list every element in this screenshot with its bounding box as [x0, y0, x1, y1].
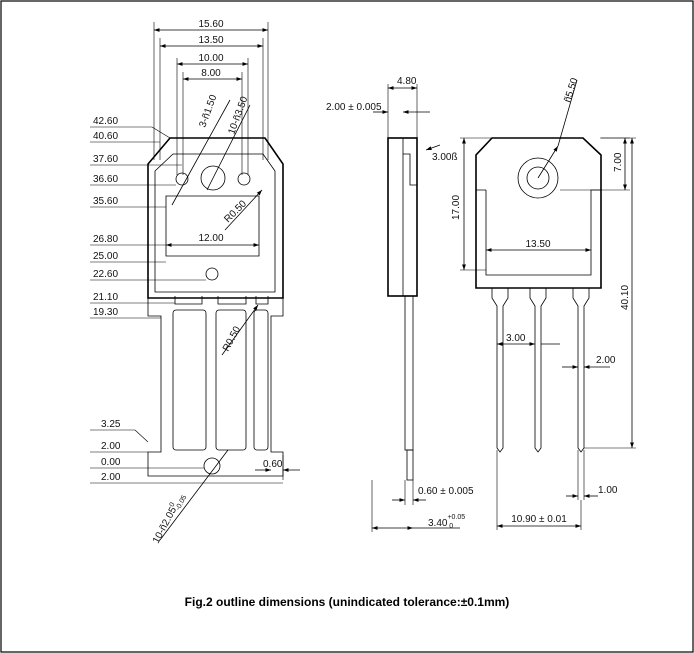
- front-lead-2: [215, 309, 247, 451]
- side-depth-label: 3.40+0.05 0: [428, 514, 465, 530]
- bottom-hole-tol-lower: -0.05: [175, 494, 189, 511]
- dim-19-30: 19.30: [93, 307, 118, 318]
- front-small-hole-right: [237, 172, 251, 186]
- back-hole-outer: [517, 157, 559, 199]
- dim-42-60: 42.60: [93, 116, 118, 127]
- front-height-dimensions: 42.60 40.60 37.60 36.60 35.60 26.80 25.0…: [90, 116, 283, 484]
- dim-35-60: 35.60: [93, 196, 118, 207]
- figure-caption: Fig.2 outline dimensions (unindicated to…: [184, 595, 510, 609]
- side-view: 4.80 2.00 ± 0.005 3.00ß 0.60 ± 0.005 3.4…: [326, 76, 474, 532]
- side-lead: [404, 295, 414, 451]
- dim-22-60: 22.60: [93, 269, 118, 280]
- bottom-hole-main: 10-ñ2.05: [151, 505, 179, 545]
- back-lead-thickness-label: 1.00: [598, 485, 618, 496]
- back-view: ñ5.50 7.00 17.00 13.50 40.10 3.00 2.00 1…: [451, 76, 636, 530]
- back-lead-1: [491, 288, 509, 453]
- dim-2-00-a: 2.00: [101, 441, 121, 452]
- back-total-height-label: 40.10: [620, 285, 631, 310]
- large-hole-label: 10-ñ3.50: [226, 95, 250, 136]
- side-body: [387, 137, 418, 297]
- front-bottom-hole: [203, 457, 221, 475]
- side-tab-thickness-label: 2.00 ± 0.005: [326, 102, 382, 113]
- front-center-window: [165, 195, 260, 257]
- back-lead-span-label: 10.90 ± 0.01: [511, 514, 567, 525]
- front-small-hole-left: [175, 172, 189, 186]
- dim-2-00-b: 2.00: [101, 472, 121, 483]
- dim-21-10: 21.10: [93, 292, 118, 303]
- dim-36-60: 36.60: [93, 174, 118, 185]
- dim-15-60: 15.60: [198, 19, 223, 30]
- dim-26-80: 26.80: [93, 234, 118, 245]
- inner-width-label: 12.00: [198, 233, 223, 244]
- back-inner-width-label: 13.50: [525, 239, 550, 250]
- front-lead-1: [172, 309, 207, 451]
- front-tab-flange: [147, 298, 284, 477]
- back-lead-3: [572, 288, 590, 453]
- dim-37-60: 37.60: [93, 154, 118, 165]
- back-hole-offset-label: 7.00: [613, 152, 624, 172]
- side-step-label: 3.00ß: [432, 152, 458, 163]
- front-callouts: 3-ñ1.50 10-ñ3.50 R0.50 12.00 R0.50 0.60 …: [150, 93, 300, 547]
- small-hole-label: 3-ñ1.50: [197, 93, 219, 129]
- back-lead-pitch-label: 3.00: [506, 333, 526, 344]
- dim-3-25: 3.25: [101, 419, 121, 430]
- back-lead-width-label: 2.00: [596, 355, 616, 366]
- back-body-outline: [475, 137, 602, 289]
- side-lead-tip: [406, 449, 414, 481]
- radius-top-label: R0.50: [222, 198, 249, 225]
- dim-40-60: 40.60: [93, 131, 118, 142]
- bottom-hole-tol-upper: 0: [169, 501, 177, 508]
- side-thickness-label: 4.80: [397, 76, 417, 87]
- dim-13-50: 13.50: [198, 35, 223, 46]
- back-lead-2: [529, 288, 547, 453]
- dim-10-00: 10.00: [198, 53, 223, 64]
- back-hole-inner: [526, 166, 550, 190]
- lead-width-label: 0.60: [263, 459, 283, 470]
- front-body-outline: [147, 137, 284, 299]
- side-depth-tol-upper: +0.05: [447, 514, 465, 521]
- bottom-hole-label: 10-ñ2.050-0.05: [150, 491, 188, 547]
- back-tab-window: [476, 189, 601, 276]
- dim-0-00: 0.00: [101, 457, 121, 468]
- front-large-hole: [200, 165, 226, 191]
- front-lead-3: [253, 309, 269, 451]
- back-hole-label: ñ5.50: [562, 76, 580, 104]
- front-width-dimensions: 15.60 13.50 10.00 8.00: [153, 19, 269, 175]
- radius-leg-label: R0.50: [221, 324, 243, 353]
- dim-25-00: 25.00: [93, 251, 118, 262]
- side-depth-tol-lower: 0: [449, 523, 453, 530]
- front-view: [147, 137, 284, 477]
- dim-8-00: 8.00: [201, 68, 221, 79]
- side-depth-value: 3.40: [428, 518, 448, 529]
- front-mid-hole: [205, 267, 219, 281]
- side-lead-thickness-label: 0.60 ± 0.005: [418, 486, 474, 497]
- back-body-height-label: 17.00: [451, 195, 462, 220]
